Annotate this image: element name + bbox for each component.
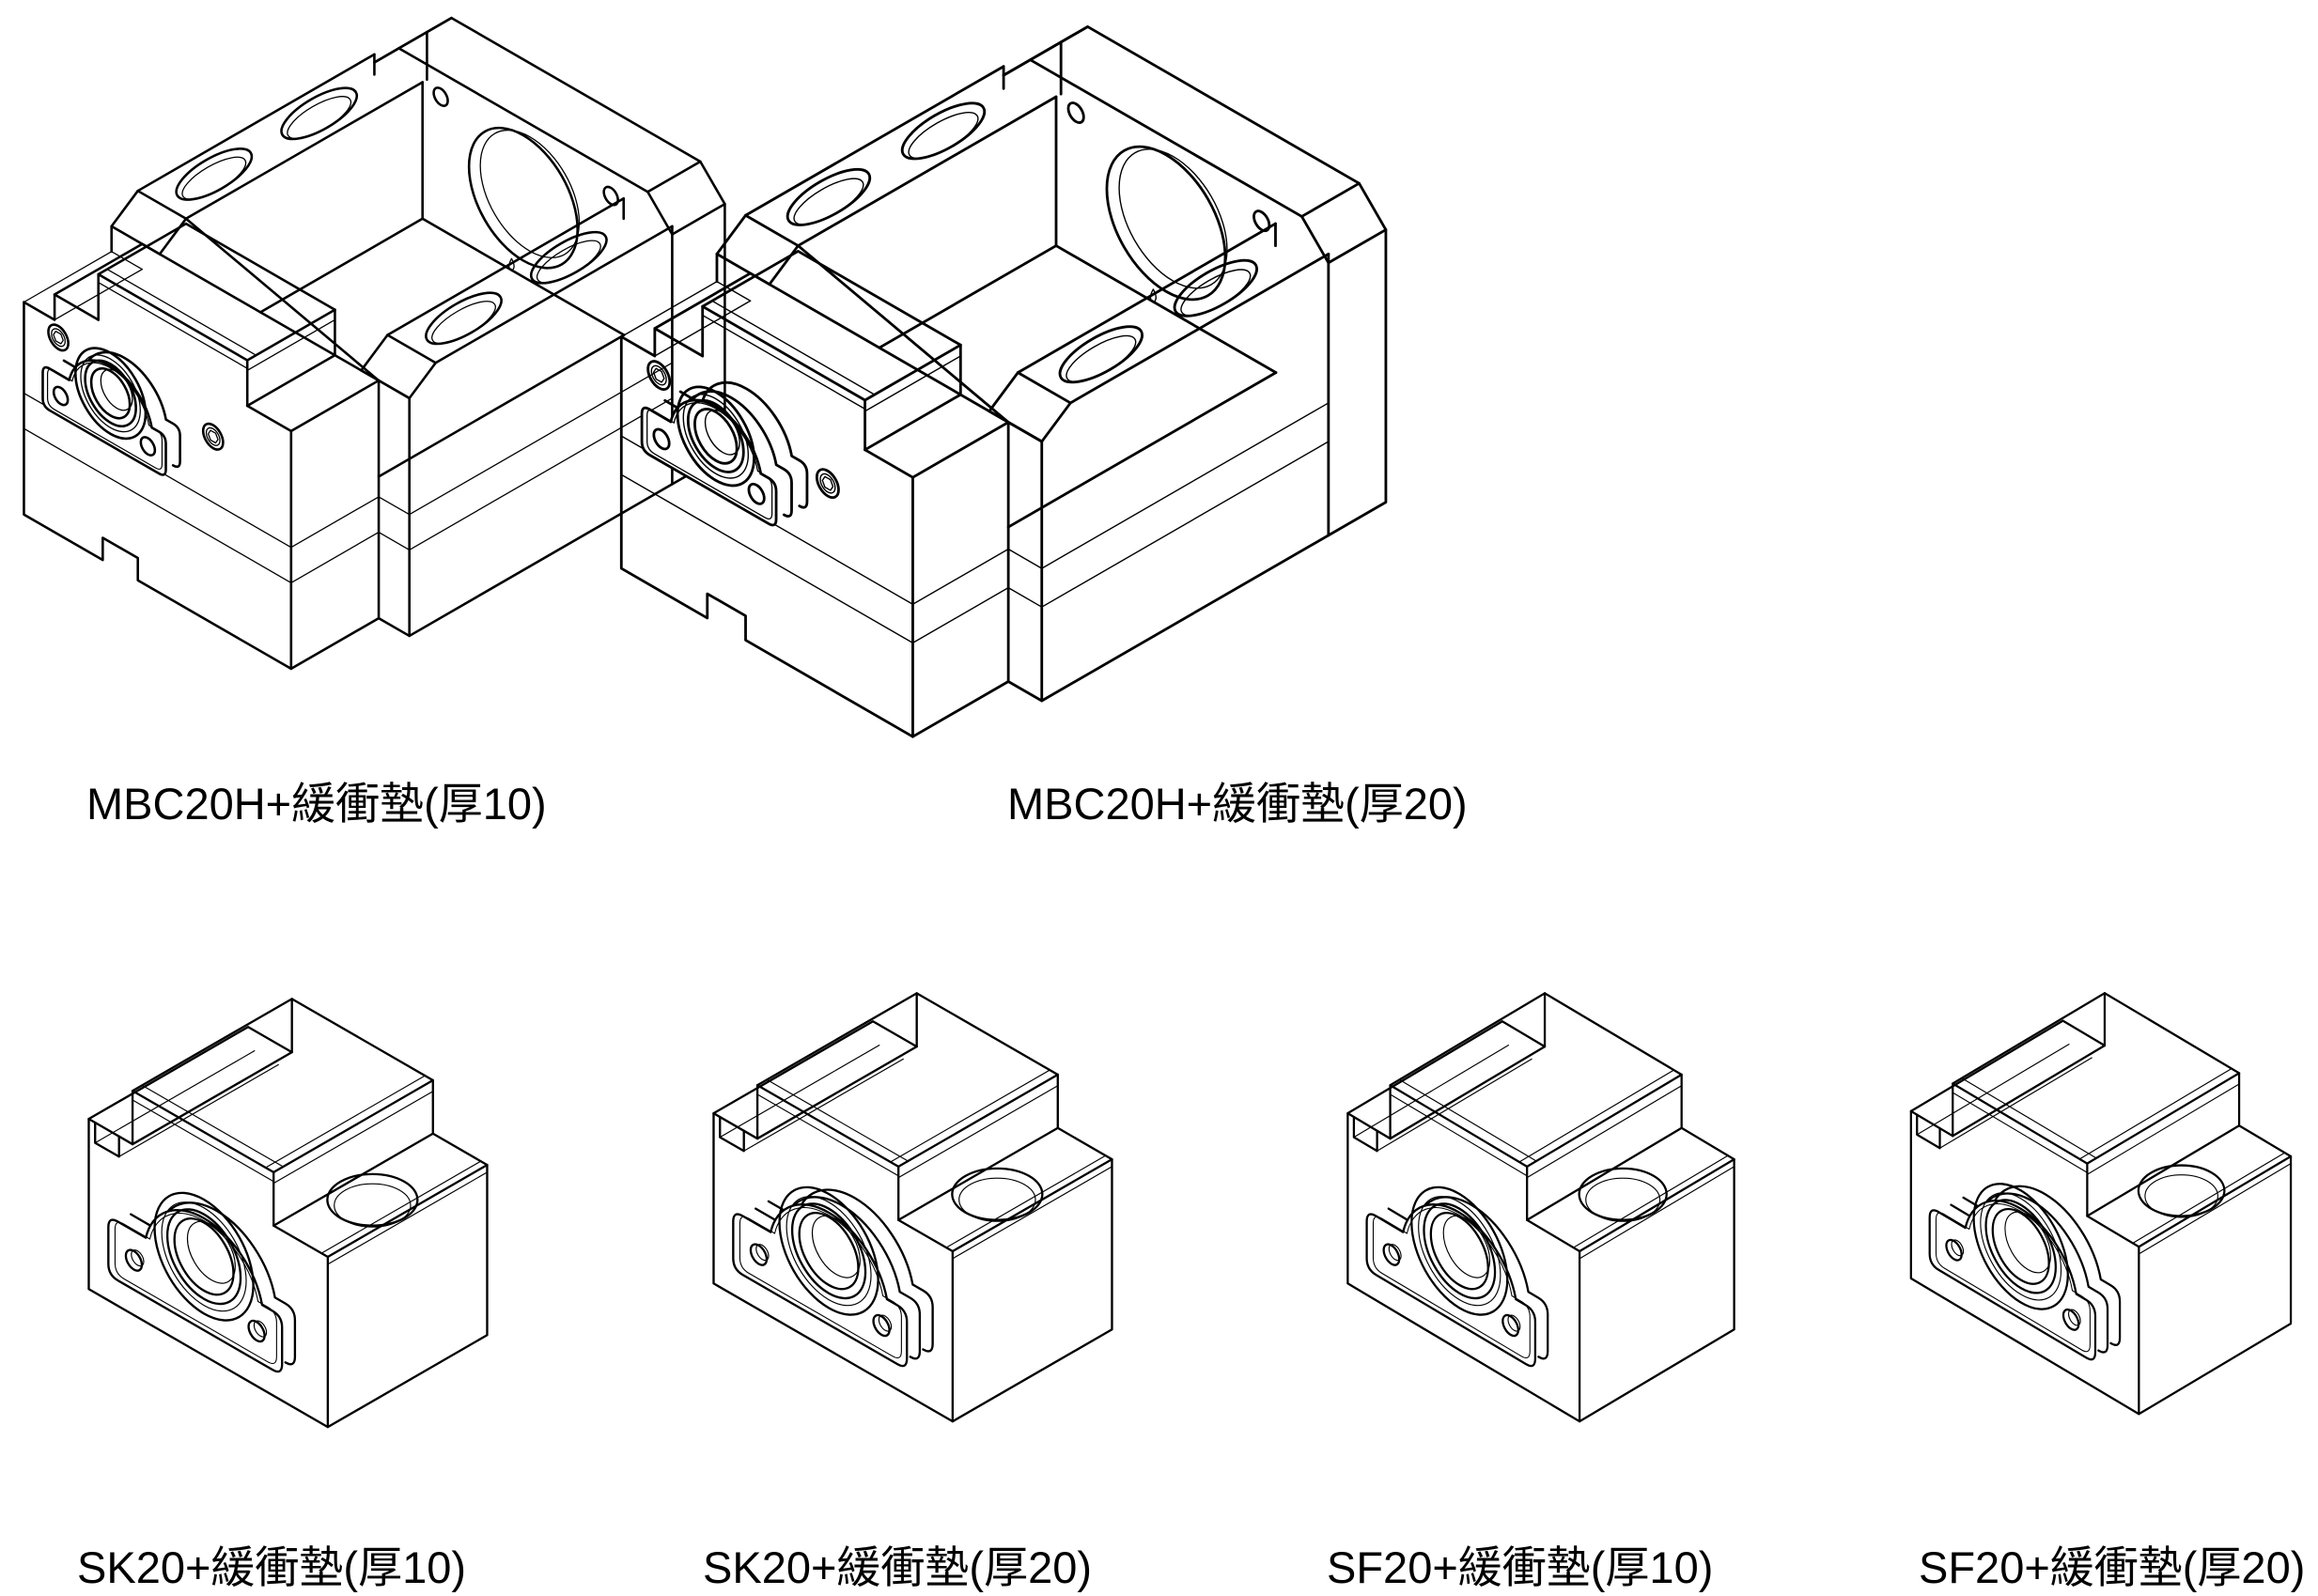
cad-drawing-mbc20h-pad20: [601, 11, 1391, 745]
figure-sf20-pad20: [1881, 977, 2315, 1430]
caption-mbc20h-pad20: MBC20H+緩衝墊(厚20): [1007, 779, 1468, 829]
cad-drawing-sk20-pad20: [691, 977, 1132, 1437]
caption-sk20-pad20: SK20+緩衝墊(厚20): [703, 1542, 1093, 1592]
figure-mbc20h-pad20: [601, 11, 1391, 745]
cad-drawing-sf20-pad10: [1317, 977, 1759, 1437]
figure-sk20-pad20: [691, 977, 1132, 1437]
figure-sk20-pad10: [66, 983, 507, 1443]
caption-sf20-pad20: SF20+緩衝墊(厚20): [1919, 1542, 2306, 1592]
cad-drawing-sk20-pad10: [66, 983, 507, 1443]
cad-drawing-sf20-pad20: [1881, 977, 2315, 1430]
caption-mbc20h-pad10: MBC20H+緩衝墊(厚10): [86, 779, 547, 829]
caption-sk20-pad10: SK20+緩衝墊(厚10): [77, 1542, 467, 1592]
figure-sf20-pad10: [1317, 977, 1759, 1437]
caption-sf20-pad10: SF20+緩衝墊(厚10): [1327, 1542, 1714, 1592]
